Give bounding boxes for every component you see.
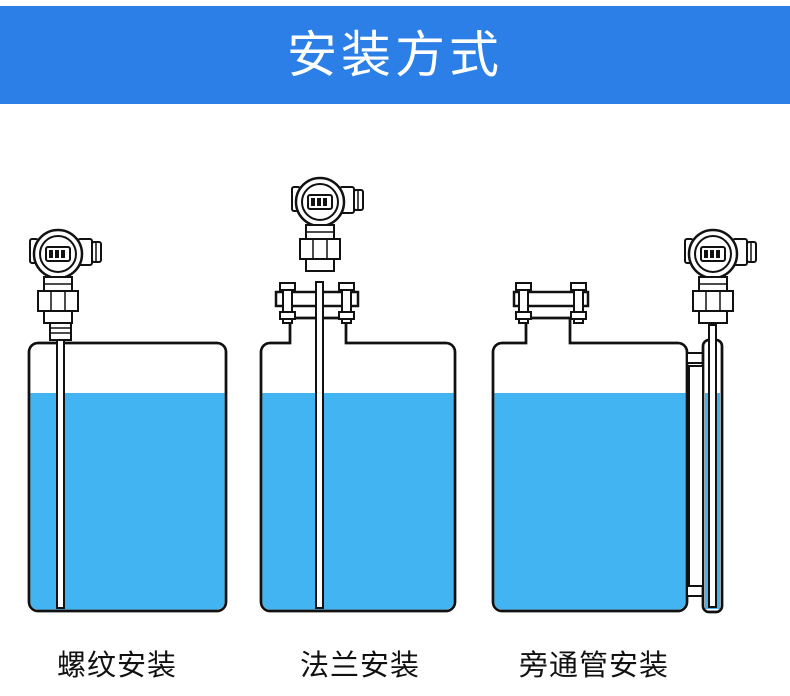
page-title: 安装方式	[287, 26, 503, 84]
bypass-install-tank	[491, 228, 758, 614]
transmitter-head	[28, 228, 103, 325]
caption-bypass-install: 旁通管安装	[519, 648, 670, 682]
header-banner: 安装方式	[0, 6, 790, 104]
caption-threaded-install: 螺纹安装	[57, 648, 178, 682]
transmitter-head	[683, 228, 758, 325]
bypass-pipe	[686, 324, 724, 614]
liquid-level	[30, 393, 225, 610]
installation-diagram	[27, 176, 758, 614]
threaded-install-tank	[27, 228, 228, 613]
probe-rod	[56, 329, 65, 609]
liquid-level	[494, 393, 686, 610]
caption-flange-install: 法兰安装	[300, 648, 421, 682]
top-rule	[0, 0, 790, 6]
probe-rod	[315, 281, 324, 609]
flange-plate	[512, 290, 590, 308]
flange-install-tank	[259, 176, 457, 613]
liquid-level	[262, 393, 454, 610]
transmitter-head	[290, 176, 365, 273]
probe-rod	[708, 324, 717, 608]
